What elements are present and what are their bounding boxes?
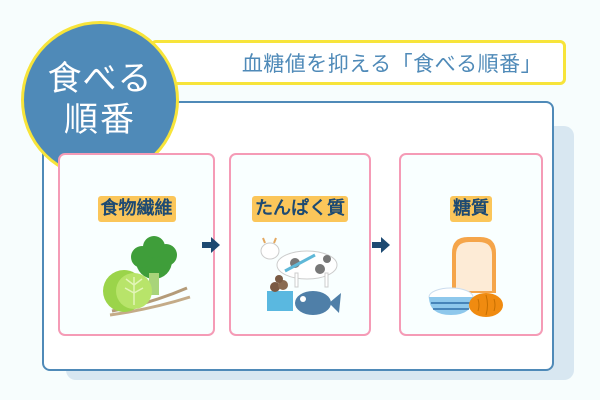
vegetables-icon (102, 236, 190, 317)
step-card-carbs: 糖質 (399, 153, 543, 336)
page-title: 血糖値を抑える「食べる順番」 (241, 51, 543, 76)
title-banner: 血糖値を抑える「食べる順番」 (150, 40, 566, 85)
step-label: 糖質 (450, 196, 492, 222)
step-card-protein: たんぱく質 (229, 153, 371, 336)
carbohydrates-icon (428, 237, 503, 317)
protein-foods-icon (260, 237, 341, 315)
step-label: 食物繊維 (97, 196, 176, 222)
step-card-fiber: 食物繊維 (58, 153, 215, 336)
badge-line-1: 食べる (47, 59, 153, 99)
badge-line-2: 順番 (64, 100, 136, 140)
arrow-right-icon (372, 237, 390, 253)
arrow-right-icon (202, 237, 220, 253)
step-label: たんぱく質 (252, 196, 348, 222)
